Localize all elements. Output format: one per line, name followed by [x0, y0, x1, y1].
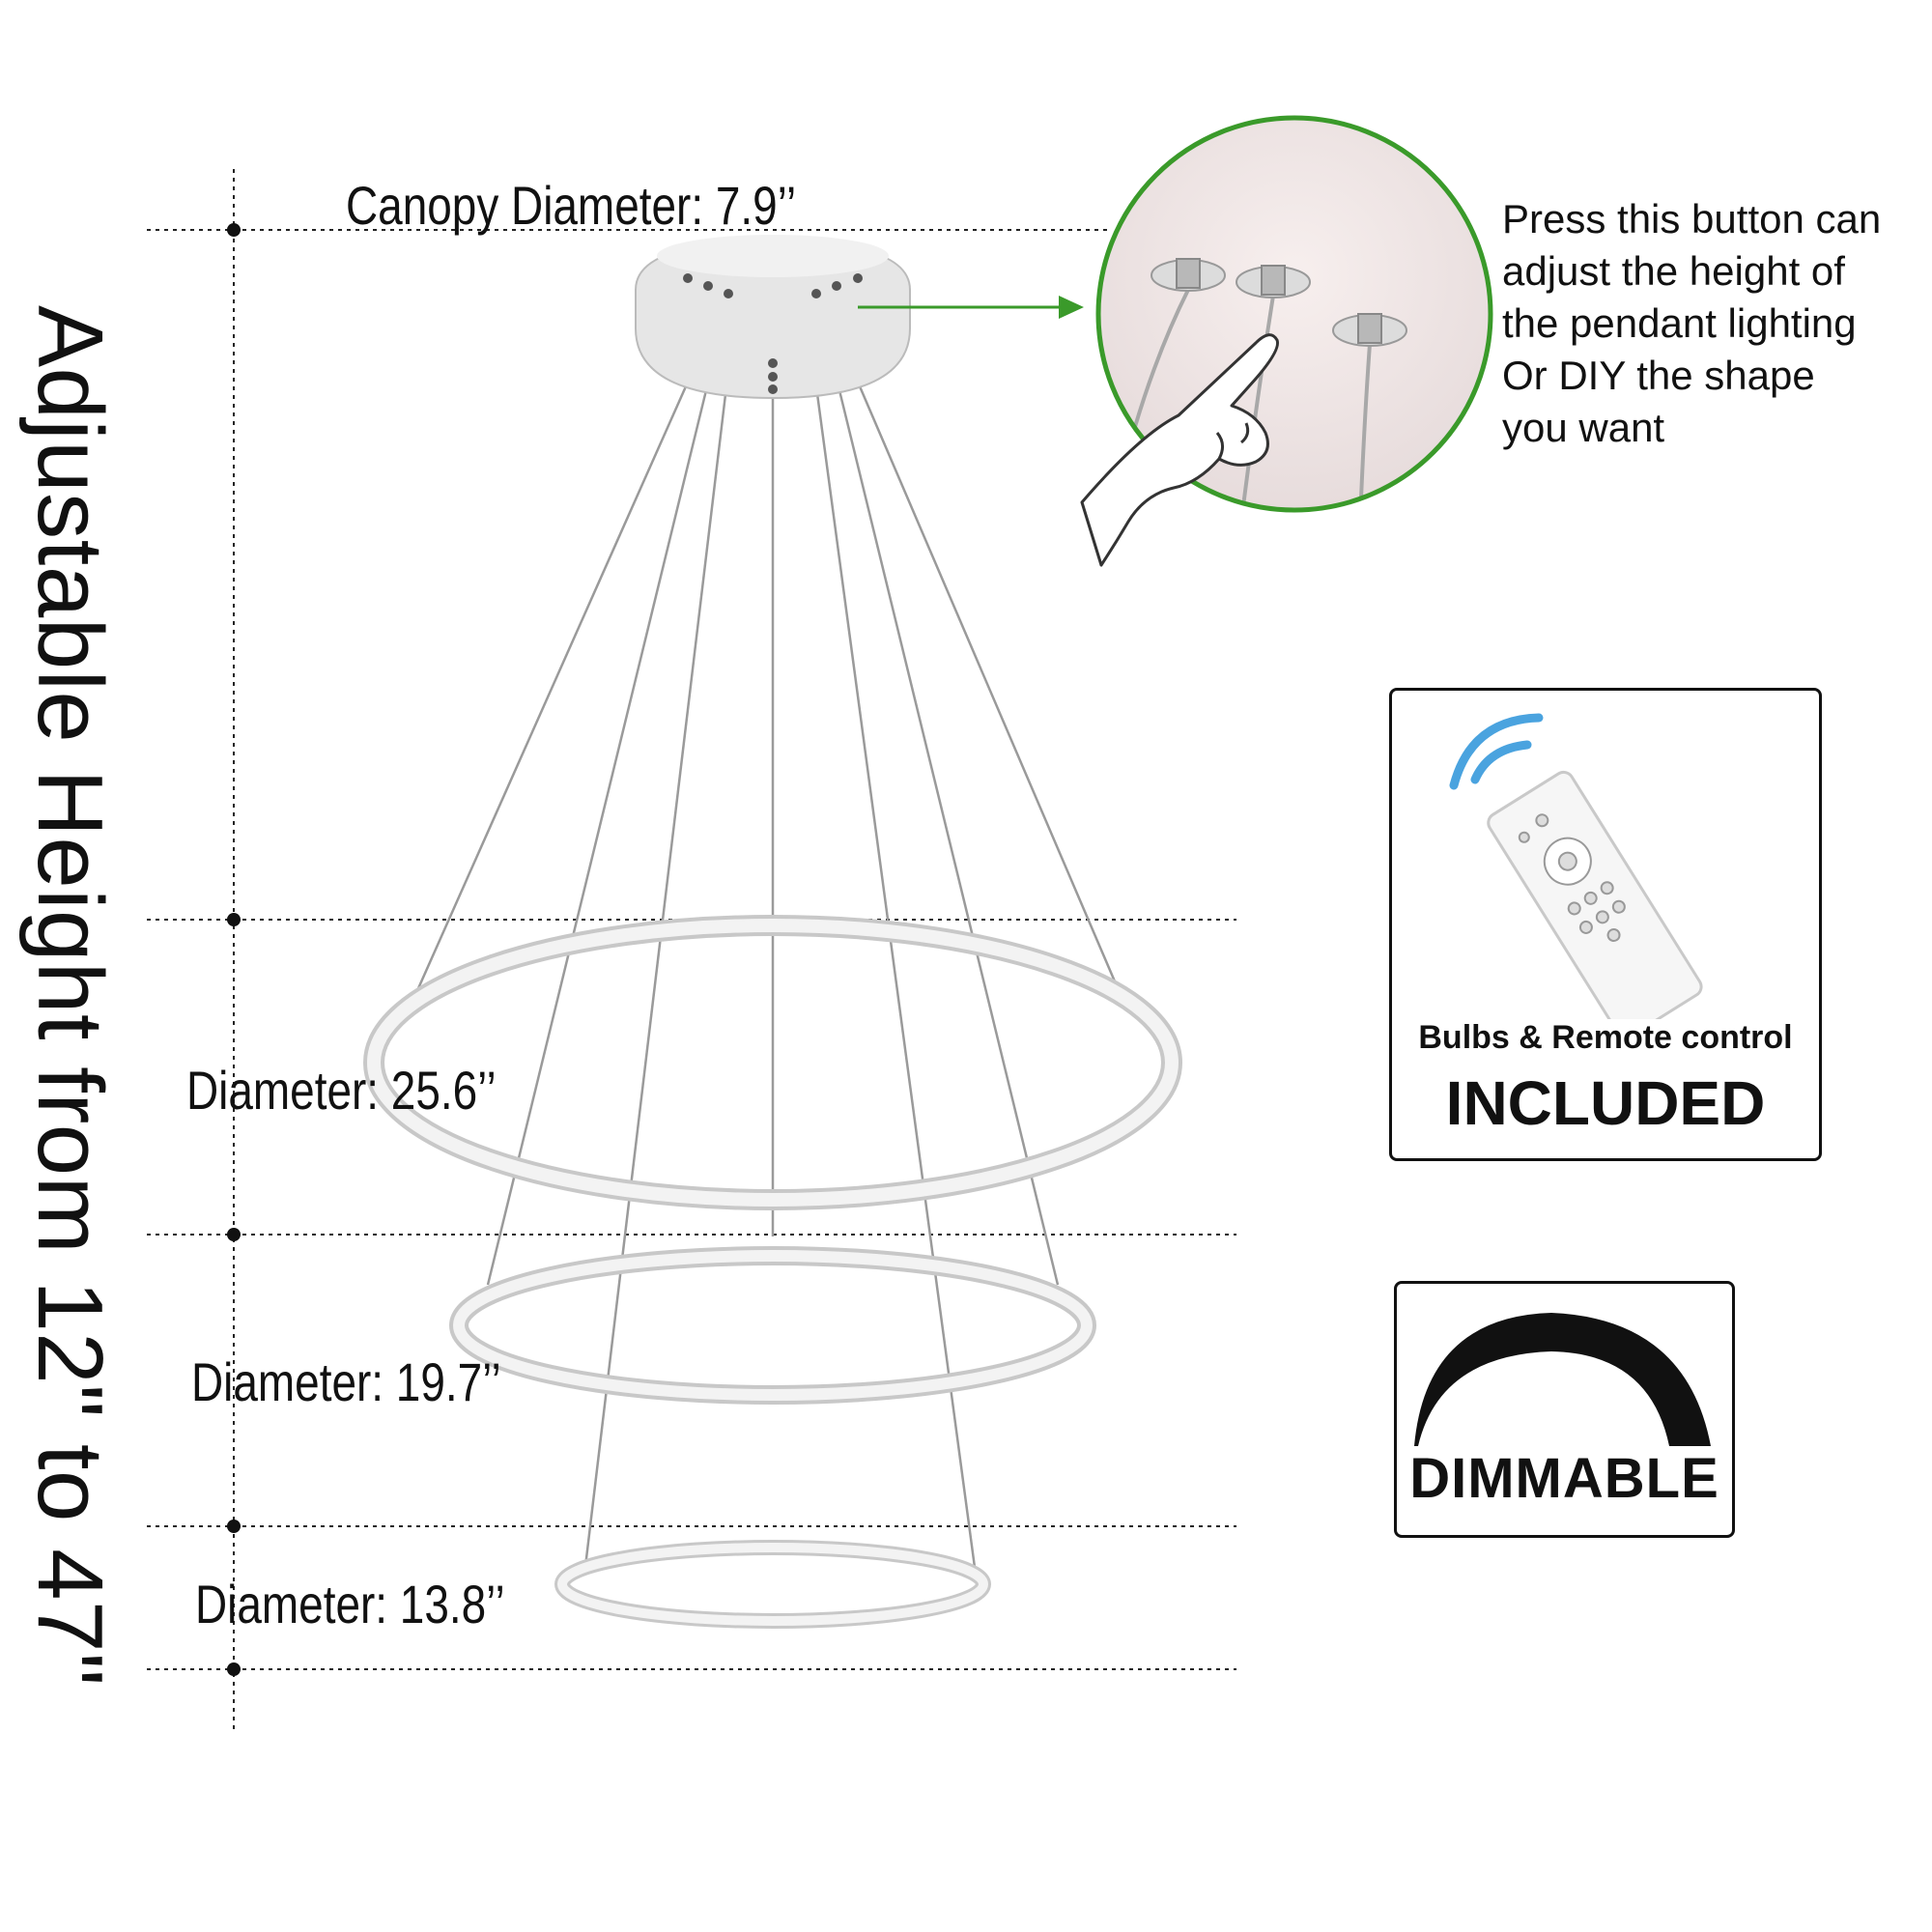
axis-dot	[227, 913, 241, 926]
instruction-line: Press this button can	[1502, 196, 1882, 242]
remote-included-box: Bulbs & Remote control INCLUDED	[1389, 688, 1822, 1161]
instruction-line: you want	[1502, 405, 1665, 450]
dimmable-title: DIMMABLE	[1409, 1447, 1719, 1510]
callout-arrow	[858, 296, 1084, 319]
canopy-diameter-label: Canopy Diameter: 7.9’’	[346, 175, 797, 236]
axis-dot	[227, 1228, 241, 1241]
adjustable-height-label: Adjustable Height from 12" to 47"	[18, 305, 122, 1687]
remote-caption: Bulbs & Remote control	[1418, 1019, 1793, 1056]
ring-medium-diameter-label: Diameter: 19.7’’	[191, 1351, 501, 1412]
instruction-line: adjust the height of	[1502, 248, 1845, 294]
pointing-hand-icon	[1080, 333, 1280, 567]
axis-dot	[227, 223, 241, 237]
remote-control-icon	[1449, 713, 1703, 1019]
canopy	[635, 235, 911, 400]
remote-included-title: INCLUDED	[1445, 1068, 1766, 1138]
height-adjust-button-icon	[1151, 258, 1407, 347]
wireless-signal-icon	[1449, 713, 1544, 790]
axis-dot	[227, 1520, 241, 1533]
zoom-detail-circle	[1080, 115, 1493, 567]
ring-large-diameter-label: Diameter: 25.6’’	[186, 1060, 497, 1121]
ring-large	[363, 915, 1182, 1210]
axis-dot	[227, 1662, 241, 1676]
height-adjust-instructions: Press this button can adjust the height …	[1502, 193, 1927, 454]
ring-medium	[449, 1246, 1096, 1405]
dimmable-badge: DIMMABLE	[1394, 1281, 1735, 1538]
dimmable-arc-icon	[1414, 1313, 1711, 1446]
instruction-line: the pendant lighting	[1502, 300, 1857, 346]
instruction-line: Or DIY the shape	[1502, 353, 1815, 398]
ring-small	[554, 1540, 991, 1629]
ring-small-diameter-label: Diameter: 13.8’’	[195, 1574, 505, 1634]
